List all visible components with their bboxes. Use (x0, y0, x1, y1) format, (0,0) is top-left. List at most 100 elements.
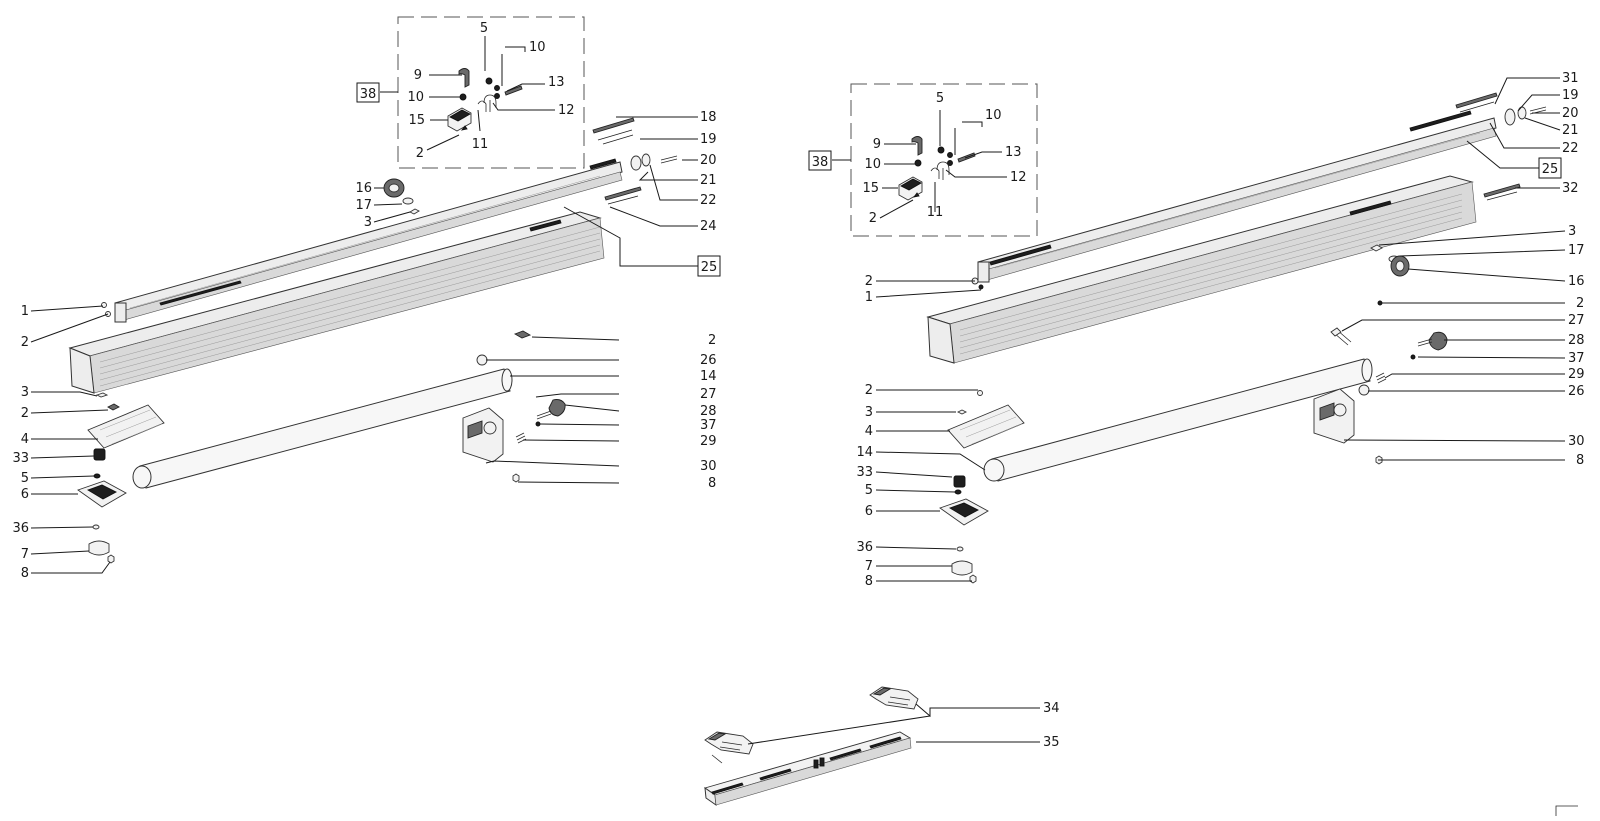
right-knob-28 (1428, 331, 1448, 351)
right-callout-15: 11 (927, 205, 944, 220)
left-callout-35: 8 (708, 476, 716, 491)
right-callout-14: 15 (862, 181, 879, 196)
left-callout-37: 36 (12, 521, 29, 536)
right-callout-24: 28 (1568, 333, 1585, 348)
left-callout-12: 20 (700, 153, 717, 168)
right-callout-20: 16 (1568, 274, 1585, 289)
right-callout-7: 22 (1562, 141, 1579, 156)
right-callout-32: 14 (856, 445, 873, 460)
right-callout-28: 26 (1568, 384, 1585, 399)
left-callout-22: 2 (708, 333, 716, 348)
left-main-extrusion (68, 211, 605, 394)
left-callout-28: 28 (700, 404, 717, 419)
left-callout-13: 16 (355, 181, 372, 196)
right-callout-38: 7 (865, 559, 873, 574)
left-callout-17: 3 (364, 215, 372, 230)
right-callout-1: 31 (1562, 71, 1579, 86)
right-callout-23: 27 (1568, 313, 1585, 328)
left-callout-16: 22 (700, 193, 717, 208)
left-callout-3: 9 (414, 68, 422, 83)
left-callout-24: 14 (700, 369, 717, 384)
left-set-label-box (356, 82, 380, 103)
left-callout-18: 24 (700, 219, 717, 234)
left-callout-7: 15 (408, 113, 425, 128)
left-callout-33: 30 (700, 459, 717, 474)
left-foot-7 (88, 540, 110, 556)
right-callout-19: 2 (865, 274, 873, 289)
right-callout-2: 19 (1562, 88, 1579, 103)
left-upper-rail (114, 158, 623, 323)
left-callout-30: 37 (700, 418, 717, 433)
right-assembly: 38 (808, 71, 1585, 589)
left-callout-36: 6 (21, 487, 29, 502)
left-plate-4 (87, 404, 165, 449)
right-callout-30: 4 (865, 424, 873, 439)
left-callout-27: 2 (21, 406, 29, 421)
right-callout-13: 32 (1562, 181, 1579, 196)
right-callout-21: 1 (865, 290, 873, 305)
right-callout-3: 20 (1562, 106, 1579, 121)
left-callout-20: 1 (21, 304, 29, 319)
bottom-callout-2: 35 (1043, 735, 1060, 750)
right-main-extrusion (926, 175, 1477, 364)
left-callout-5: 10 (407, 90, 424, 105)
left-callout-1: 5 (480, 21, 488, 36)
left-callout-9: 2 (416, 146, 424, 161)
right-callout-18: 17 (1568, 243, 1585, 258)
left-callout-31: 29 (700, 434, 717, 449)
left-callout-19: 25 (701, 260, 718, 275)
left-callout-29: 4 (21, 432, 29, 447)
right-callout-10: 25 (1542, 162, 1559, 177)
left-strip-18 (592, 117, 635, 145)
left-callout-10: 18 (700, 110, 717, 125)
left-callout-26: 27 (700, 387, 717, 402)
left-bracket-30 (462, 407, 504, 463)
right-callout-35: 5 (865, 483, 873, 498)
corner-mark (1555, 805, 1578, 816)
left-detail-box (397, 16, 585, 169)
left-set-label: 38 (360, 87, 377, 102)
right-set-label: 38 (812, 155, 829, 170)
right-callout-6: 10 (985, 108, 1002, 123)
right-callout-17: 3 (1568, 224, 1576, 239)
left-callout-38: 7 (21, 547, 29, 562)
left-tube-14 (132, 368, 513, 489)
right-foot-7 (951, 560, 973, 576)
right-callout-34: 33 (856, 465, 873, 480)
left-callout-14: 21 (700, 173, 717, 188)
left-callout-39: 8 (21, 566, 29, 581)
left-callout-6: 12 (558, 103, 575, 118)
right-callout-16: 2 (869, 211, 877, 226)
right-upper-rail (977, 110, 1497, 283)
right-callout-5: 5 (936, 91, 944, 106)
right-callout-12: 12 (1010, 170, 1027, 185)
left-thumbscrew-part (458, 68, 470, 88)
left-strip-24 (604, 186, 642, 205)
left-callout-11: 19 (700, 132, 717, 147)
left-knob-28 (548, 399, 566, 417)
right-callout-31: 30 (1568, 434, 1585, 449)
right-strip-31 (1455, 92, 1498, 113)
left-callout-23: 26 (700, 353, 717, 368)
left-callout-21: 2 (21, 335, 29, 350)
left-callout-8: 11 (472, 137, 489, 152)
right-callout-26: 29 (1568, 367, 1585, 382)
right-callout-37: 36 (856, 540, 873, 555)
right-callout-33: 8 (1576, 453, 1584, 468)
left-callout-34: 5 (21, 471, 29, 486)
left-assembly: 38 (12, 16, 721, 581)
right-strip-32 (1483, 183, 1521, 201)
right-callout-25: 37 (1568, 351, 1585, 366)
left-callout-32: 33 (12, 451, 29, 466)
right-callout-22: 2 (1576, 296, 1584, 311)
right-callout-27: 2 (865, 383, 873, 398)
bottom-assembly: 34 35 (703, 686, 1060, 807)
right-callout-29: 3 (865, 405, 873, 420)
left-callout-2: 10 (529, 40, 546, 55)
right-callout-11: 10 (864, 157, 881, 172)
right-callout-9: 13 (1005, 145, 1022, 160)
left-callout-25: 3 (21, 385, 29, 400)
bottom-callout-1: 34 (1043, 701, 1060, 716)
right-bracket-30 (1313, 388, 1355, 444)
